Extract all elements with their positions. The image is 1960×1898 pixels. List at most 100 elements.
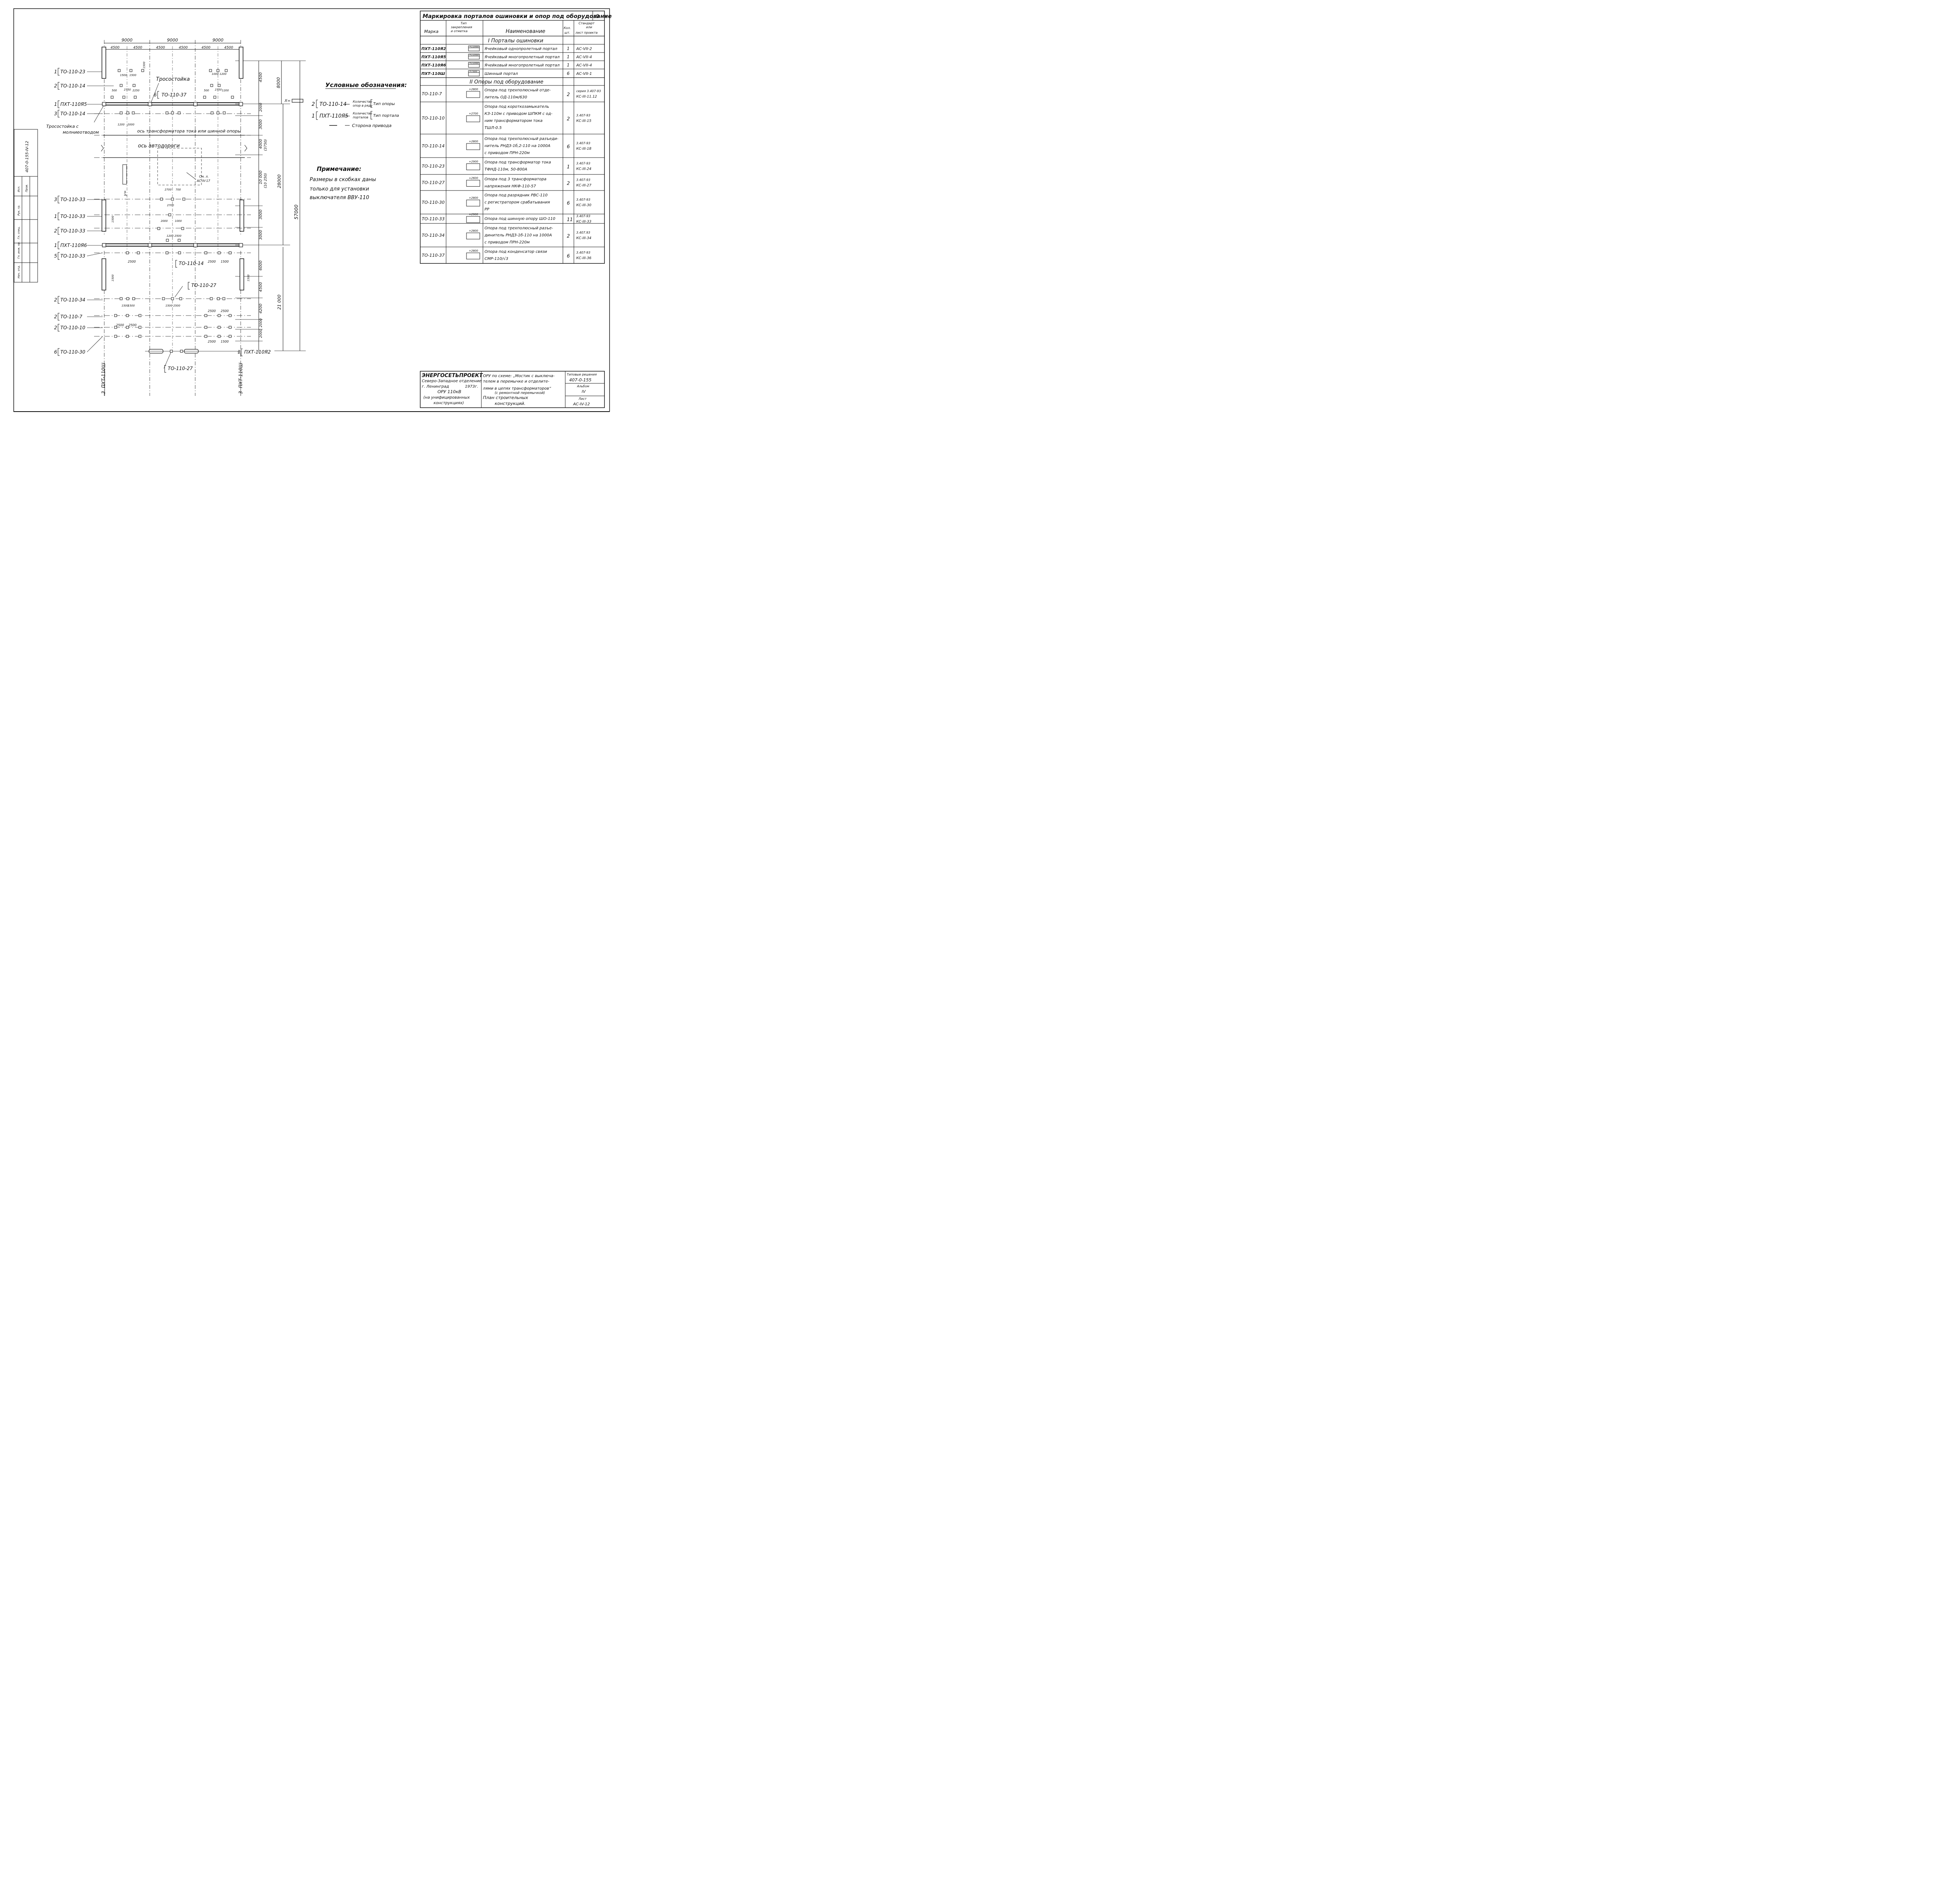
svg-text:4000: 4000 (259, 139, 263, 149)
svg-text:1500: 1500 (247, 274, 250, 281)
svg-text:3.407-93: 3.407-93 (576, 214, 590, 218)
svg-text:3.407-93: 3.407-93 (576, 178, 590, 182)
portal-row-mark: ПХТ-110Я2 (421, 47, 446, 51)
support-row-mark: ТО-110-27 (422, 180, 445, 185)
svg-text:конструкций.: конструкций. (495, 401, 525, 406)
svg-text:2500: 2500 (208, 340, 216, 343)
svg-text:3: 3 (101, 391, 106, 394)
svg-text:1: 1 (567, 54, 570, 60)
label-trosostoika-ml: Тросостойка с (46, 124, 78, 129)
svg-text:АС-IV-17: АС-IV-17 (196, 179, 211, 183)
svg-text:Наименование: Наименование (506, 29, 545, 34)
support-row-mark: ТО-110-37 (422, 253, 445, 258)
svg-text:Кол.: Кол. (564, 26, 571, 30)
left-label-mark: ТО-110-34 (60, 297, 85, 303)
svg-text:2750: 2750 (124, 88, 131, 91)
support-row-name: Опора под трехполюсный разъе- (485, 226, 553, 230)
svg-text:6: 6 (567, 71, 570, 76)
svg-text:3.407-93: 3.407-93 (576, 162, 590, 165)
svg-text:57000: 57000 (294, 204, 299, 220)
svg-text:Гл. спец.: Гл. спец. (17, 226, 20, 239)
svg-text:КС-III-11.12: КС-III-11.12 (576, 95, 597, 99)
svg-text:Тип опоры: Тип опоры (373, 102, 395, 106)
svg-text:700: 700 (176, 188, 181, 191)
svg-text:1: 1 (567, 164, 570, 170)
org-name: ЭНЕРГОСЕТЬПРОЕКТ (422, 373, 483, 379)
svg-text:2000: 2000 (127, 123, 134, 126)
svg-text:Марка: Марка (424, 29, 439, 34)
svg-text:2500: 2500 (208, 309, 216, 313)
svg-text:2700: 2700 (167, 204, 174, 207)
support-row-name: Опора под трехполюсный разъеди- (485, 137, 559, 141)
support-row-mark: ТО-110-10 (422, 116, 445, 121)
svg-text:2500: 2500 (116, 323, 124, 327)
label-bottom-portal-2: ПХТ-110Ш (238, 363, 243, 388)
svg-text:ОРУ 110кВ: ОРУ 110кВ (437, 389, 461, 394)
svg-text:+2900: +2900 (469, 160, 478, 163)
svg-text:+11000: +11000 (469, 54, 479, 56)
svg-text:Размеры в скобках даны: Размеры в скобках даны (310, 177, 376, 183)
side-stamp: 407-0-155-IV-12 Нач. отд. Гл. инж. пр. Г… (14, 129, 38, 283)
svg-text:+2800: +2800 (469, 229, 478, 232)
svg-text:Типовые решения: Типовые решения (567, 373, 597, 376)
drawing-sheet: 407-0-155-IV-12 Нач. отд. Гл. инж. пр. Г… (13, 8, 612, 412)
svg-text:КС-III-18: КС-III-18 (576, 147, 592, 151)
left-label-num: 6 (54, 349, 57, 355)
support-row-name: Опора под шинную опору ШО-110 (485, 217, 555, 221)
svg-text:опор в ряду: опор в ряду (353, 104, 372, 107)
left-label-mark: ТО-110-33 (60, 197, 85, 202)
svg-text:6: 6 (567, 200, 570, 206)
svg-text:и отметка: и отметка (451, 29, 468, 33)
support-row-mark: ТО-110-33 (422, 216, 445, 221)
support-row-name: с регистратором срабатывания (485, 200, 550, 205)
svg-text:2: 2 (312, 102, 315, 107)
svg-text:9000: 9000 (167, 38, 178, 43)
svg-text:г. Ленинград: г. Ленинград (422, 385, 449, 389)
support-row-name: Опора под трехполюсный отде- (485, 88, 551, 93)
svg-text:2500: 2500 (174, 234, 181, 238)
svg-text:3000: 3000 (259, 230, 263, 240)
svg-text:3: 3 (238, 391, 243, 394)
svg-text:3000: 3000 (259, 120, 263, 129)
svg-text:1500: 1500 (111, 216, 114, 223)
svg-text:1: 1 (238, 349, 241, 355)
left-label-num: 1 (54, 243, 57, 248)
label-to-110-27b: ТО-110-27 (168, 366, 193, 371)
support-row-name: напряжения НКФ-110-57 (485, 184, 536, 189)
svg-text:1500: 1500 (111, 274, 114, 281)
label-trosostoika: Тросостойка (156, 76, 190, 82)
svg-text:9000: 9000 (122, 38, 132, 43)
svg-text:+2700: +2700 (469, 112, 478, 115)
svg-text:лями в цепях трансформаторов“: лями в цепях трансформаторов“ (483, 386, 552, 391)
support-row-name: Опора под конденсатор связи (485, 250, 547, 254)
svg-text:(с ремонтной перемычкой): (с ремонтной перемычкой) (495, 391, 545, 395)
svg-text:1973г.: 1973г. (465, 385, 478, 389)
svg-text:2500: 2500 (221, 309, 229, 313)
svg-text:21 000: 21 000 (277, 295, 282, 310)
left-label-mark: ТО-110-10 (60, 325, 85, 330)
left-label-mark: ТО-110-33 (60, 214, 85, 219)
note-title: Примечание: (317, 165, 361, 172)
support-row-name: ТФНД-110м, 50-800А (485, 167, 527, 172)
svg-text:1200: 1200 (222, 89, 229, 92)
note: Примечание: Размеры в скобках даны тольк… (310, 165, 376, 201)
axis-label-1: ось трансформатора тока или шинной опоры (137, 129, 241, 134)
svg-text:закрепления: закрепления (451, 25, 472, 29)
svg-text:1200: 1200 (118, 123, 125, 126)
svg-text:серия 3.407-93: серия 3.407-93 (576, 89, 601, 93)
support-row-mark: ТО-110-34 (422, 233, 445, 238)
svg-text:Рук. гр.: Рук. гр. (17, 205, 20, 216)
svg-text:План строительных: План строительных (483, 395, 528, 400)
svg-text:3.407-93: 3.407-93 (576, 142, 590, 145)
support-row-name: Опора под трансформатор тока (485, 160, 551, 165)
svg-text:Тип: Тип (461, 22, 466, 25)
svg-text:6: 6 (567, 253, 570, 259)
left-label-mark: ПХТ-110Я5 (60, 102, 87, 107)
support-row-name: ним трансформатором тока (485, 119, 543, 123)
svg-text:6: 6 (567, 144, 570, 149)
svg-text:КС-III-34: КС-III-34 (576, 236, 592, 240)
support-row-mark: ТО-110-30 (422, 200, 445, 205)
side-stamp-code: 407-0-155-IV-12 (25, 141, 29, 172)
spec-sheet: 9 (596, 14, 599, 20)
label-to-110-14-mid: ТО-110-14 (179, 261, 204, 266)
